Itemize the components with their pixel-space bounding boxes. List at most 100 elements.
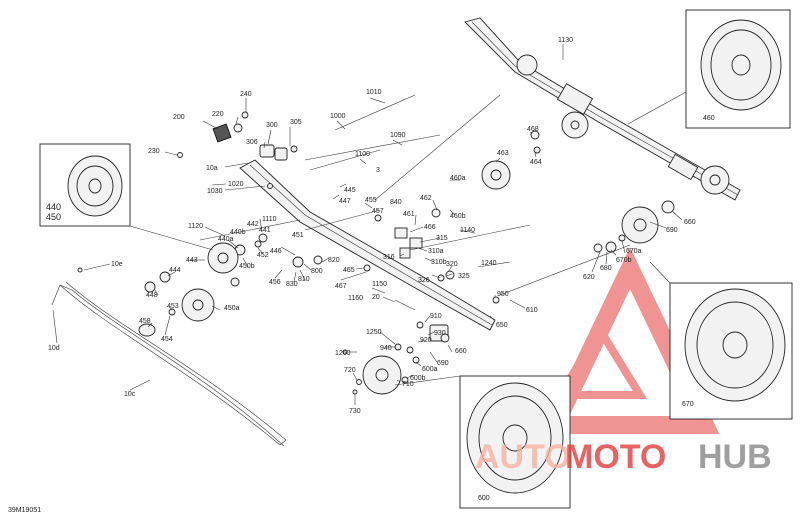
callout-1120: 1120 [188,223,203,230]
callout-200: 200 [173,114,185,121]
callout-660b: 660 [455,348,467,355]
callout-451: 451 [292,232,304,239]
callout-457: 457 [372,208,384,215]
callout-465: 465 [343,267,355,274]
callout-1110: 1110 [262,216,277,223]
callout-453: 453 [167,303,179,310]
callout-10a: 10a [206,165,218,172]
left-rail [239,159,496,331]
callout-660: 660 [684,219,696,226]
callout-464: 464 [530,159,542,166]
callout-1130: 1130 [558,37,573,44]
callout-452: 452 [257,252,269,259]
callout-300: 300 [266,122,278,129]
callout-240: 240 [240,91,252,98]
callout-468: 468 [527,126,539,133]
callout-305: 305 [290,119,302,126]
callout-1240: 1240 [481,260,497,267]
callout-442: 442 [247,221,259,228]
callout-220: 220 [212,111,224,118]
callout-230: 230 [148,148,160,155]
inset-label-440: 440 [46,202,61,212]
hardware-parts [51,111,675,395]
callout-1100: 1100 [355,151,370,158]
callout-1260: 1260 [335,350,351,357]
callout-463: 463 [497,150,509,157]
callout-910: 910 [430,313,442,320]
figure-id: 39M19051 [8,507,41,514]
callout-1160: 1160 [348,295,363,302]
callout-940: 940 [380,345,392,352]
callout-labels: 1130 240 220 200 230 1010 1000 300 305 3… [8,37,715,514]
callout-461: 461 [403,211,415,218]
callout-1030: 1030 [207,188,223,195]
callout-730: 730 [349,408,361,415]
callout-450a: 450a [224,305,240,312]
leader-lines [52,44,683,405]
callout-950: 950 [497,291,509,298]
wheels-main [181,54,730,395]
inset-label-460: 460 [703,115,715,122]
inset-wheel-440-450 [39,143,131,227]
callout-600a: 600a [422,366,438,373]
callout-441: 441 [259,227,271,234]
callout-325: 325 [458,273,470,280]
callout-670a: 670a [626,248,642,255]
callout-690: 690 [666,227,678,234]
callout-600b: 600b [410,375,426,382]
inset-wheel-460 [685,9,791,129]
callout-460b: 460b [450,213,466,220]
inset-wheel-600 [459,375,571,509]
callout-10d: 10d [48,345,60,352]
callout-1000: 1000 [330,113,346,120]
callout-467: 467 [335,283,347,290]
callout-820: 820 [328,257,340,264]
callout-454: 454 [161,336,173,343]
callout-3: 3 [376,167,380,174]
callout-306: 306 [246,139,258,146]
callout-610: 610 [526,307,538,314]
callout-620: 620 [583,274,595,281]
callout-443: 443 [186,257,198,264]
inset-label-450: 450 [46,212,61,222]
callout-650: 650 [496,322,508,329]
callout-830: 830 [286,281,298,288]
callout-466: 466 [424,224,436,231]
cross-shafts [199,94,631,296]
callout-458: 458 [139,318,151,325]
callout-445: 445 [344,187,356,194]
watermark-moto: MOTO [565,438,666,476]
callout-1010: 1010 [366,89,382,96]
callout-10c: 10c [124,391,136,398]
right-rail [464,17,741,201]
slide-rail-10c [59,281,287,447]
callout-10e: 10e [111,261,123,268]
callout-1090: 1090 [390,132,406,139]
callout-1140: 1140 [460,227,475,234]
callout-460a: 460a [450,175,466,182]
callout-310a: 310a [428,248,444,255]
callout-316: 316 [383,254,395,261]
callout-20: 20 [372,294,380,301]
watermark-auto: AUTO [475,438,571,476]
inset-leaders [129,91,687,386]
callout-440a: 440a [218,236,234,243]
callout-840: 840 [390,199,402,206]
callout-326: 326 [418,277,430,284]
callout-315: 315 [436,235,448,242]
callout-800: 800 [311,268,323,275]
callout-680: 680 [600,265,612,272]
callout-1020: 1020 [228,181,244,188]
callout-1250: 1250 [366,329,382,336]
watermark-hub: HUB [698,438,772,476]
callout-447: 447 [339,198,351,205]
inset-wheel-670 [669,282,793,420]
callout-690b: 690 [437,360,449,367]
callout-710: 710 [402,381,414,388]
inset-label-670: 670 [682,401,694,408]
callout-310b: 310b [431,259,447,266]
callout-450b: 450b [239,263,255,270]
callout-448: 448 [146,292,158,299]
watermark-text: AUTO MOTO HUB [475,438,772,476]
